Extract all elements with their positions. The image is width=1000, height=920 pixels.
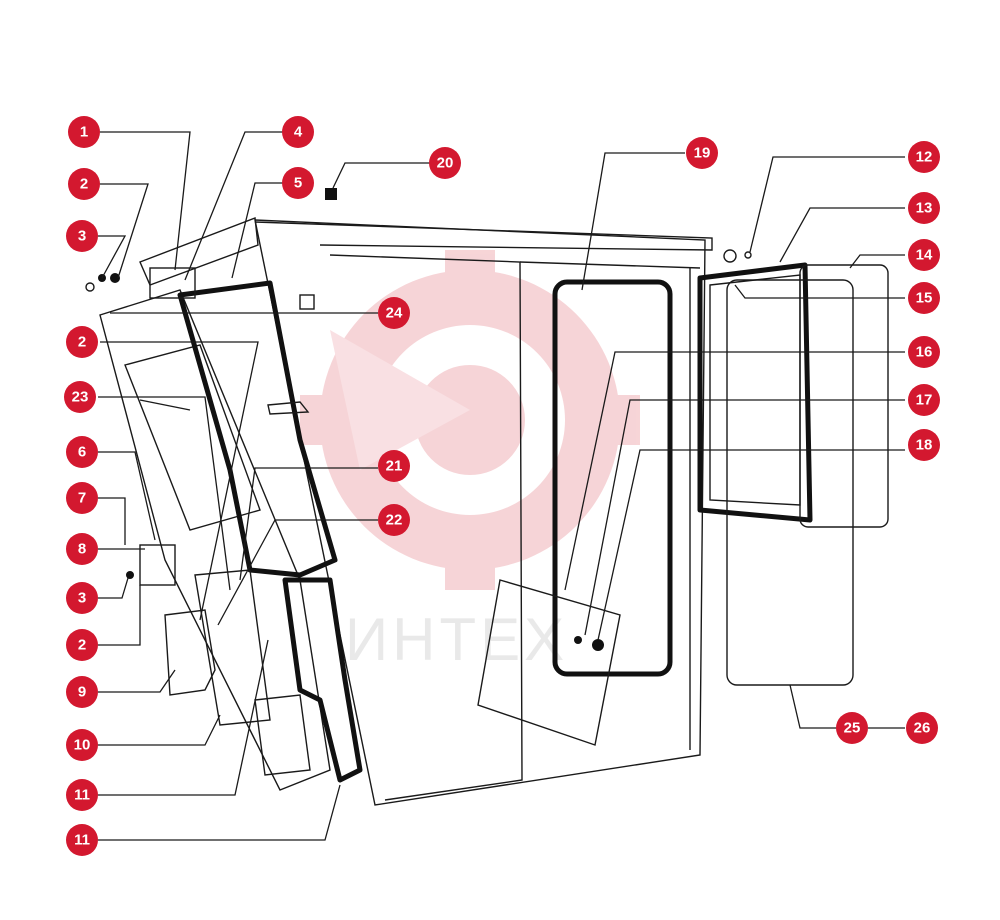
callout-label: 6 — [78, 444, 86, 461]
callouts: 1 2 3 4 5 20 19 12 13 14 15 24 2 23 16 1… — [64, 116, 940, 856]
callout-label: 2 — [80, 176, 88, 193]
callout-15: 15 — [908, 282, 940, 314]
watermark-logo — [300, 250, 640, 590]
callout-12: 12 — [908, 141, 940, 173]
hinge-bottom — [126, 544, 216, 696]
mounting-plate — [477, 579, 621, 746]
knob-20 — [325, 188, 337, 200]
callout-17: 17 — [908, 384, 940, 416]
left-door — [99, 289, 331, 791]
rear-glass-25 — [726, 279, 854, 686]
callout-label: 9 — [78, 684, 86, 701]
callout-label: 3 — [78, 228, 86, 245]
callout-26: 26 — [906, 712, 938, 744]
callout-label: 17 — [916, 392, 933, 409]
callout-label: 14 — [916, 247, 933, 264]
callout-label: 24 — [386, 305, 403, 322]
callout-7: 7 — [66, 482, 98, 514]
callout-24: 24 — [378, 297, 410, 329]
leader-lines — [98, 131, 905, 841]
callout-label: 18 — [916, 437, 933, 454]
callout-label: 20 — [437, 155, 454, 172]
callout-25: 25 — [836, 712, 868, 744]
callout-1: 1 — [68, 116, 100, 148]
callout-label: 25 — [844, 720, 861, 737]
callout-14: 14 — [908, 239, 940, 271]
callout-2c: 2 — [66, 629, 98, 661]
callout-label: 7 — [78, 490, 86, 507]
door-seal — [177, 280, 363, 783]
callout-label: 12 — [916, 149, 933, 166]
callout-2: 2 — [68, 168, 100, 200]
callout-10: 10 — [66, 729, 98, 761]
callout-label: 8 — [78, 541, 86, 558]
callout-label: 5 — [294, 175, 302, 192]
callout-label: 1 — [80, 124, 88, 141]
callout-3b: 3 — [66, 582, 98, 614]
callout-label: 19 — [694, 145, 711, 162]
callout-9: 9 — [66, 676, 98, 708]
side-window-seal — [552, 279, 673, 677]
callout-label: 23 — [72, 389, 89, 406]
callout-label: 16 — [916, 344, 933, 361]
callout-label: 10 — [74, 737, 91, 754]
callout-13: 13 — [908, 192, 940, 224]
callout-20: 20 — [429, 147, 461, 179]
callout-2b: 2 — [66, 326, 98, 358]
rear-fittings — [723, 249, 752, 263]
rear-window-seal — [697, 262, 813, 523]
callout-23: 23 — [64, 381, 96, 413]
callout-18: 18 — [908, 429, 940, 461]
rear-glass-14 — [799, 264, 889, 528]
callout-label: 2 — [78, 334, 86, 351]
callout-label: 4 — [294, 124, 303, 141]
lower-panels — [194, 569, 311, 776]
callout-label: 21 — [386, 458, 403, 475]
callout-label: 11 — [74, 832, 90, 849]
callout-21: 21 — [378, 450, 410, 482]
callout-label: 3 — [78, 590, 86, 607]
callout-11b: 11 — [66, 824, 98, 856]
callout-16: 16 — [908, 336, 940, 368]
callout-label: 15 — [916, 290, 933, 307]
callout-3: 3 — [66, 220, 98, 252]
callout-label: 11 — [74, 787, 90, 804]
callout-4: 4 — [282, 116, 314, 148]
callout-label: 26 — [914, 720, 931, 737]
callout-19: 19 — [686, 137, 718, 169]
handle — [267, 294, 315, 415]
watermark-text: ИНТЕХ — [345, 606, 568, 673]
callout-22: 22 — [378, 504, 410, 536]
callout-label: 2 — [78, 637, 86, 654]
callout-label: 13 — [916, 200, 933, 217]
callout-5: 5 — [282, 167, 314, 199]
callout-11: 11 — [66, 779, 98, 811]
callout-6: 6 — [66, 436, 98, 468]
callout-label: 22 — [386, 512, 403, 529]
callout-8: 8 — [66, 533, 98, 565]
